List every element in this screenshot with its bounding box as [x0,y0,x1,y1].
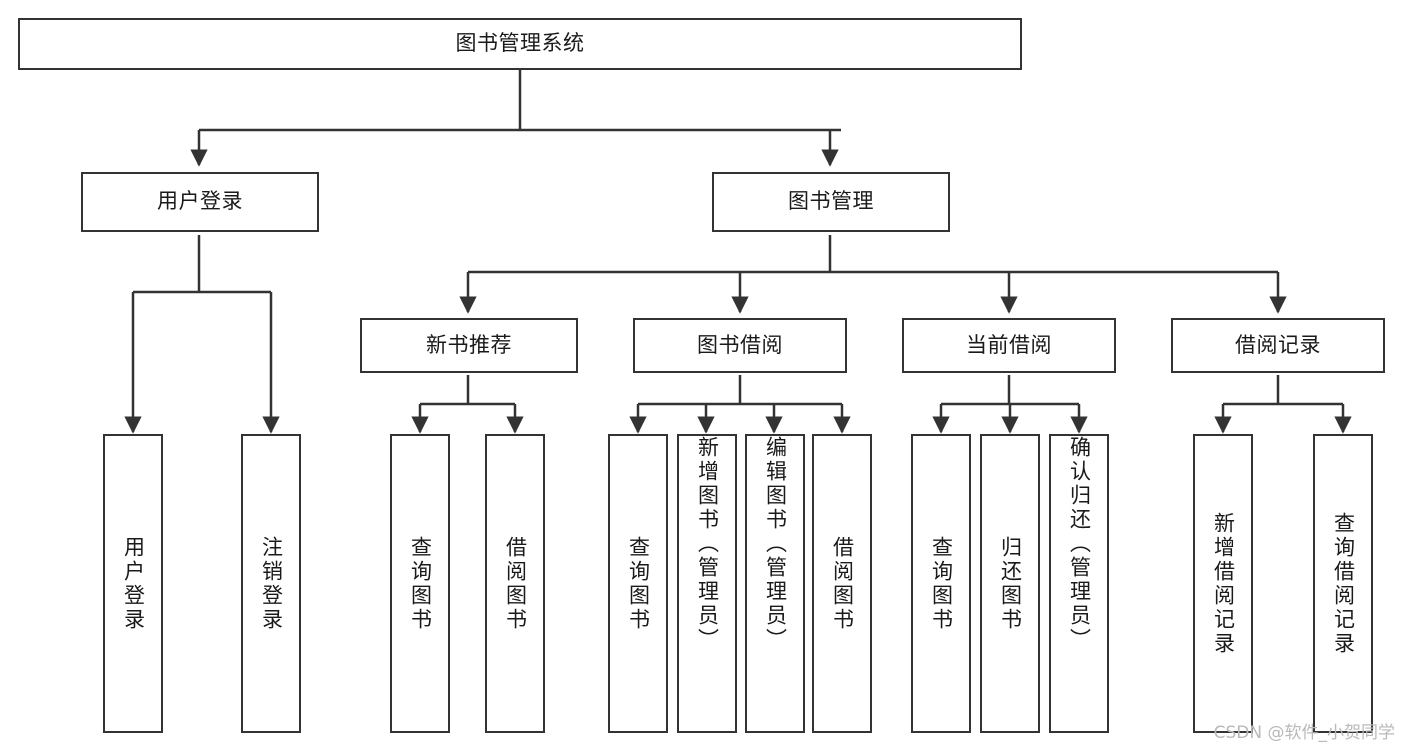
node-new-book-recommend[interactable]: 新书推荐 [360,318,578,373]
node-book-management[interactable]: 图书管理 [712,172,950,232]
leaf-borrow-add-book[interactable]: 新增图书（管理员） [677,434,737,733]
node-root[interactable]: 图书管理系统 [18,18,1022,70]
leaf-label: 查询图书 [929,535,954,632]
leaf-label: 归还图书 [998,535,1023,632]
leaf-record-add-record[interactable]: 新增借阅记录 [1193,434,1253,733]
node-user-login-label: 用户登录 [157,189,243,214]
node-borrow-record-label: 借阅记录 [1235,332,1321,357]
node-current-borrow-label: 当前借阅 [966,332,1052,357]
leaf-label: 注销登录 [259,535,284,632]
leaf-label: 新增借阅记录 [1211,511,1236,656]
leaf-new-book-query[interactable]: 查询图书 [390,434,450,733]
leaf-current-return-book[interactable]: 归还图书 [980,434,1040,733]
node-new-book-recommend-label: 新书推荐 [426,332,512,357]
leaf-borrow-edit-book[interactable]: 编辑图书（管理员） [745,434,805,733]
leaf-label: 确认归还（管理员） [1067,436,1092,652]
leaf-borrow-query-book[interactable]: 查询图书 [608,434,668,733]
node-user-login[interactable]: 用户登录 [81,172,319,232]
leaf-label: 借阅图书 [830,535,855,632]
node-current-borrow[interactable]: 当前借阅 [902,318,1116,373]
node-book-management-label: 图书管理 [788,189,874,214]
leaf-label: 新增图书（管理员） [695,436,720,652]
leaf-label: 查询借阅记录 [1331,511,1356,656]
leaf-borrow-borrow-book[interactable]: 借阅图书 [812,434,872,733]
leaf-current-query-book[interactable]: 查询图书 [911,434,971,733]
node-book-borrow[interactable]: 图书借阅 [633,318,847,373]
leaf-label: 查询图书 [626,535,651,632]
leaf-current-confirm-return[interactable]: 确认归还（管理员） [1049,434,1109,733]
leaf-label: 借阅图书 [503,535,528,632]
node-borrow-record[interactable]: 借阅记录 [1171,318,1385,373]
leaf-new-book-borrow[interactable]: 借阅图书 [485,434,545,733]
leaf-label: 编辑图书（管理员） [763,436,788,652]
leaf-label: 用户登录 [121,535,146,632]
leaf-user-login-logout[interactable]: 注销登录 [241,434,301,733]
leaf-user-login-login[interactable]: 用户登录 [103,434,163,733]
node-root-label: 图书管理系统 [455,31,585,56]
csdn-watermark: CSDN @软件_小贺同学 [1213,723,1395,743]
leaf-label: 查询图书 [408,535,433,632]
leaf-record-query-record[interactable]: 查询借阅记录 [1313,434,1373,733]
node-book-borrow-label: 图书借阅 [697,332,783,357]
